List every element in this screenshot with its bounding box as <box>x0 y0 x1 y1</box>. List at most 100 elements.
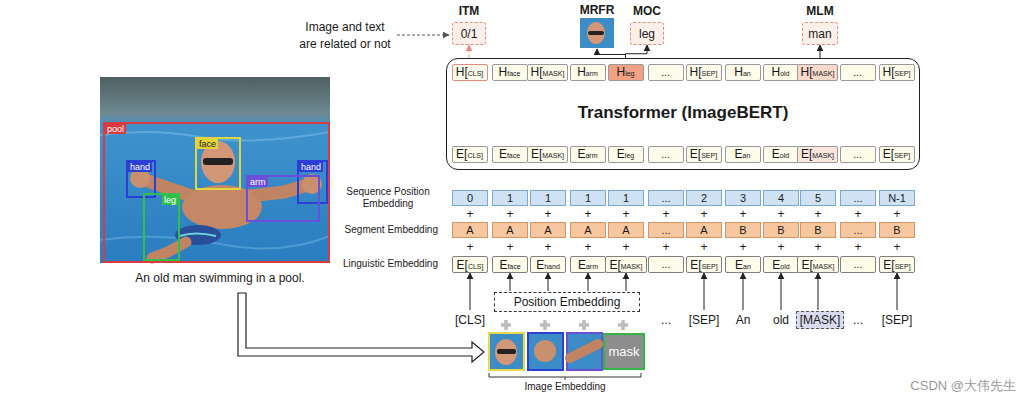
node-text: Earm <box>577 148 597 160</box>
segment-embedding-box: B <box>763 222 799 238</box>
svg-rect <box>489 333 524 370</box>
node-text: 1 <box>545 192 551 204</box>
plus-sign: + <box>879 240 915 254</box>
plus-sign: + <box>492 240 528 254</box>
svg-path <box>570 344 598 358</box>
node-text: ... <box>854 259 862 270</box>
node-text: E[CLS] <box>456 148 483 160</box>
node-text: ... <box>853 67 861 78</box>
token-embedding: E[MASK] <box>527 146 568 163</box>
node-text: hand <box>128 162 152 172</box>
position-embedding-box: 3 <box>725 190 761 206</box>
plus-sign: + <box>686 240 722 254</box>
segment-embedding-box: B <box>725 222 761 238</box>
node-text: 1 <box>585 192 591 204</box>
linguistic-embedding-box: Eold <box>763 256 799 273</box>
token-embedding: Hface <box>492 64 528 81</box>
position-embedding-box: 1 <box>608 190 644 206</box>
segment-embedding-box: B <box>800 222 836 238</box>
figure-caption: An old man swimming in a pool. <box>100 270 340 286</box>
segment-embedding-box: A <box>492 222 528 238</box>
position-embedding-box: 0 <box>452 190 488 206</box>
token-embedding: ... <box>840 64 876 81</box>
plus-sign: + <box>530 207 566 221</box>
node-text: ... <box>661 67 669 78</box>
annotation-label: ... <box>648 312 684 328</box>
segment-embedding-box: A <box>570 222 606 238</box>
plus-sign: + <box>608 207 644 221</box>
node-text: mask <box>608 344 639 359</box>
svg-path <box>152 242 186 258</box>
node-text: H[MASK] <box>801 66 835 78</box>
node-text: A <box>622 224 629 236</box>
annotation-label: MOC <box>628 4 666 18</box>
node-text: B <box>777 224 784 236</box>
input-token: old <box>763 311 799 329</box>
svg-rect <box>203 158 233 165</box>
plus-sign: + <box>570 207 606 221</box>
plus-sign: + <box>840 207 876 221</box>
svg-rect <box>528 333 563 370</box>
linguistic-embedding-box: E[CLS] <box>452 256 488 273</box>
node-text: E[SEP] <box>690 259 717 271</box>
hollow-arrow <box>238 293 484 362</box>
node-text: Hleg <box>616 66 634 78</box>
segment-embedding-box: A <box>608 222 644 238</box>
svg-circle <box>534 340 556 362</box>
node-text: Eface <box>499 259 520 271</box>
connector-arrow <box>897 273 898 310</box>
node-text: Harm <box>577 66 598 78</box>
node-text: E[SEP] <box>883 148 910 160</box>
svg-path <box>579 320 589 330</box>
plus-sign: + <box>725 240 761 254</box>
connector-arrow <box>817 273 818 310</box>
linguistic-embedding-box: ... <box>840 256 876 273</box>
transformer-block: Transformer (ImageBERT)H[CLS]HfaceH[MASK… <box>446 58 920 170</box>
svg-path <box>489 373 641 380</box>
bounding-box: poolhandfacehandarmleg <box>103 122 330 263</box>
linguistic-embedding-box: ... <box>648 256 684 273</box>
node-text: arm <box>248 177 268 187</box>
token-embedding: E[SEP] <box>879 146 915 163</box>
node-text: H[MASK] <box>531 66 565 78</box>
connector-arrow <box>704 273 705 310</box>
token-embedding: H[SEP] <box>686 64 722 81</box>
node-text: 0/1 <box>461 27 478 41</box>
node-text: hand <box>299 162 323 172</box>
node-text: Eold <box>772 259 789 271</box>
bounding-box: arm <box>246 175 320 222</box>
annotation-label: Sequence Position Embedding <box>336 186 440 210</box>
node-text: [CLS] <box>455 313 485 327</box>
token-embedding: ... <box>648 146 684 163</box>
svg-rect <box>100 77 330 263</box>
svg-path <box>501 320 511 330</box>
node-text: 2 <box>701 192 707 204</box>
linguistic-embedding-box: Ean <box>725 256 761 273</box>
node-text: N-1 <box>888 192 906 204</box>
position-embedding-box: ... <box>648 190 684 206</box>
svg-path <box>397 35 449 36</box>
linguistic-embedding-box: E[MASK] <box>797 256 838 273</box>
svg-path <box>540 320 550 330</box>
token-embedding: H[SEP] <box>879 64 915 81</box>
position-embedding-box: N-1 <box>879 190 915 206</box>
svg-path <box>180 234 216 237</box>
node-text: E[MASK] <box>801 148 834 160</box>
connector-arrow <box>625 273 626 291</box>
token-embedding: H[CLS] <box>452 64 488 81</box>
token-embedding: E[SEP] <box>686 146 722 163</box>
connector-arrow <box>510 273 511 291</box>
annotation-label: Image Embedding <box>505 381 625 393</box>
connector-arrow <box>781 273 782 310</box>
annotation-label: MRFR <box>569 3 625 17</box>
connector-arrow <box>470 273 471 310</box>
linguistic-embedding-box: Earm <box>570 256 606 273</box>
node-text: A <box>506 224 513 236</box>
prediction-box: leg <box>630 22 664 45</box>
node-text: [SEP] <box>882 313 913 327</box>
bounding-box: face <box>195 137 241 190</box>
position-embedding-box: 1 <box>570 190 606 206</box>
plus-sign: + <box>800 240 836 254</box>
segment-embedding-box: ... <box>648 222 684 238</box>
